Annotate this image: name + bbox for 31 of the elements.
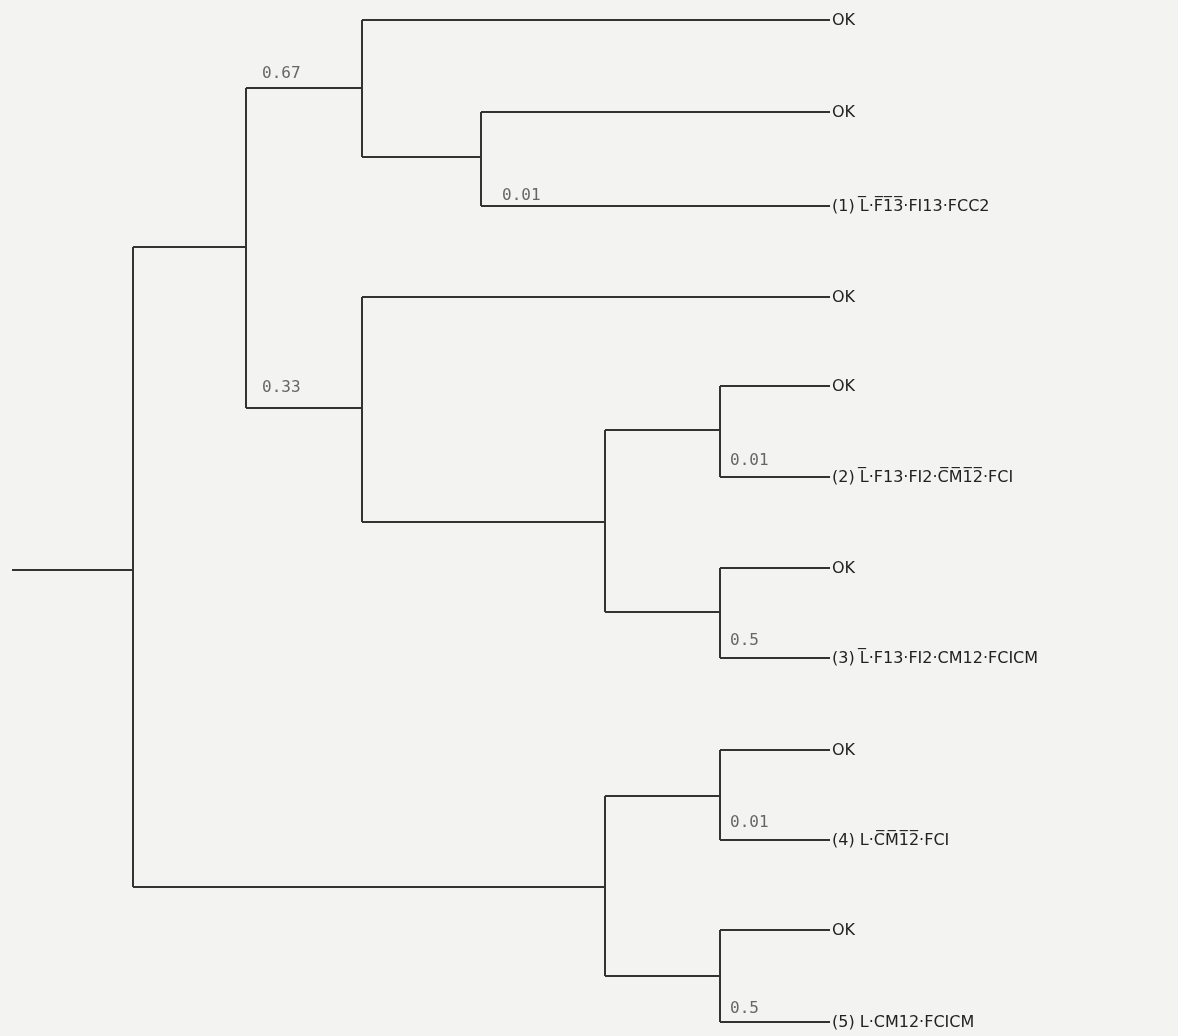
outcome-label: OK (832, 740, 856, 760)
probability-label: 0.5 (730, 999, 759, 1017)
probability-label: 0.01 (730, 813, 769, 831)
branch-line (480, 205, 831, 207)
probability-label: 0.67 (262, 64, 301, 82)
probability-label: 0.5 (730, 631, 759, 649)
outcome-label: OK (832, 287, 856, 307)
branch-line (719, 929, 831, 931)
branch-line (361, 296, 831, 298)
outcome-label: OK (832, 376, 856, 396)
outcome-label: (5) L·CM12·FCICM (832, 1012, 975, 1032)
outcome-label: (2) L̅·F13·FI2·C̅M̅1̅2̅·FCI (832, 467, 1014, 487)
probability-label: 0.01 (730, 451, 769, 469)
branch-line (719, 839, 831, 841)
branch-line (361, 19, 831, 21)
outcome-label: (3) L̅·F13·FI2·CM12·FCICM (832, 648, 1039, 668)
outcome-label: (1) L̅·F̅1̅3̅·FI13·FCC2 (832, 196, 990, 216)
probability-label: 0.33 (262, 378, 301, 396)
outcome-label: OK (832, 920, 856, 940)
branch-line (480, 111, 831, 113)
branch-line (719, 385, 831, 387)
outcome-label: OK (832, 102, 856, 122)
branch-line (719, 1021, 831, 1023)
outcome-label: (4) L·C̅M̅1̅2̅·FCI (832, 830, 950, 850)
branch-line (719, 657, 831, 659)
probability-label: 0.01 (502, 186, 541, 204)
outcome-label: OK (832, 558, 856, 578)
branch-line (719, 749, 831, 751)
branch-line (719, 476, 831, 478)
branch-line (719, 567, 831, 569)
outcome-label: OK (832, 10, 856, 30)
